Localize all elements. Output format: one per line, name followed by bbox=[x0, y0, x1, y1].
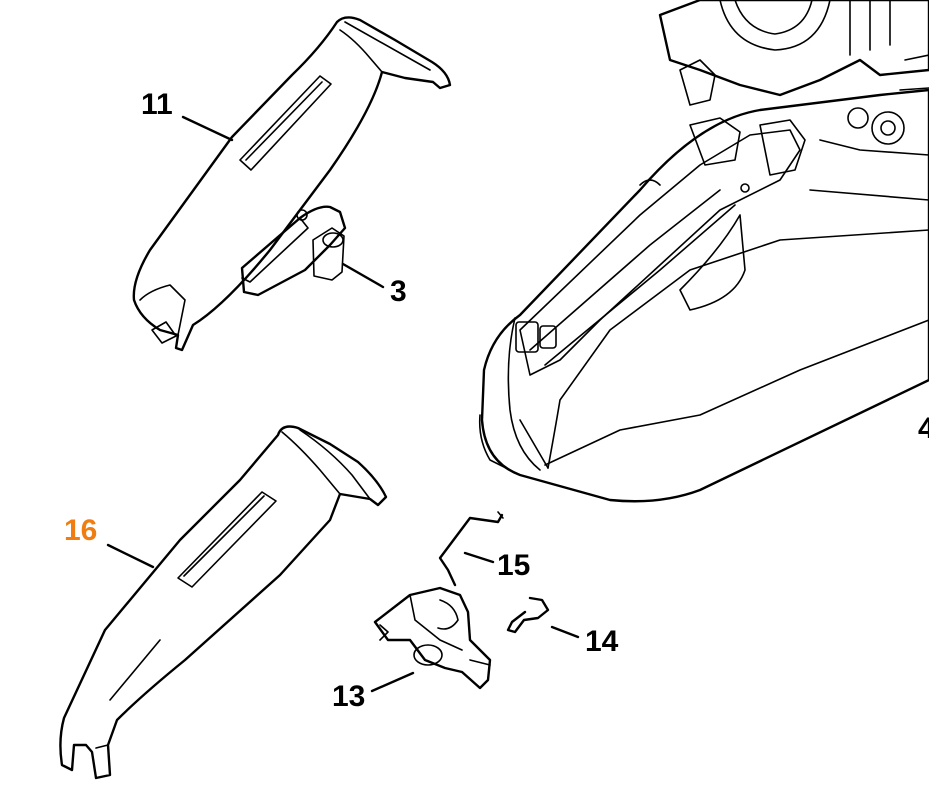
trigger-assembly-part-13 bbox=[373, 586, 492, 690]
bracket-part-3 bbox=[240, 205, 347, 297]
callout-16: 16 bbox=[64, 514, 97, 547]
leader-15 bbox=[463, 551, 495, 564]
handle-part-16 bbox=[59, 425, 388, 780]
chainsaw-housing bbox=[478, 0, 929, 503]
callout-15: 15 bbox=[497, 549, 530, 582]
handle-cover-part-11 bbox=[132, 16, 452, 352]
callout-14: 14 bbox=[585, 625, 619, 658]
leader-14 bbox=[550, 625, 580, 639]
callout-11: 11 bbox=[141, 88, 173, 121]
callout-3: 3 bbox=[390, 275, 407, 308]
leader-lines bbox=[106, 115, 580, 693]
callout-labels: 11 3 16 15 14 13 4 bbox=[64, 88, 929, 713]
leader-16 bbox=[106, 543, 155, 569]
callout-13: 13 bbox=[332, 680, 365, 713]
callout-4: 4 bbox=[918, 412, 929, 445]
spring-clip-part-14 bbox=[506, 596, 550, 634]
wire-link-part-15 bbox=[438, 511, 504, 587]
leader-13 bbox=[370, 671, 415, 693]
leader-11 bbox=[181, 115, 234, 142]
leader-3 bbox=[341, 262, 385, 289]
